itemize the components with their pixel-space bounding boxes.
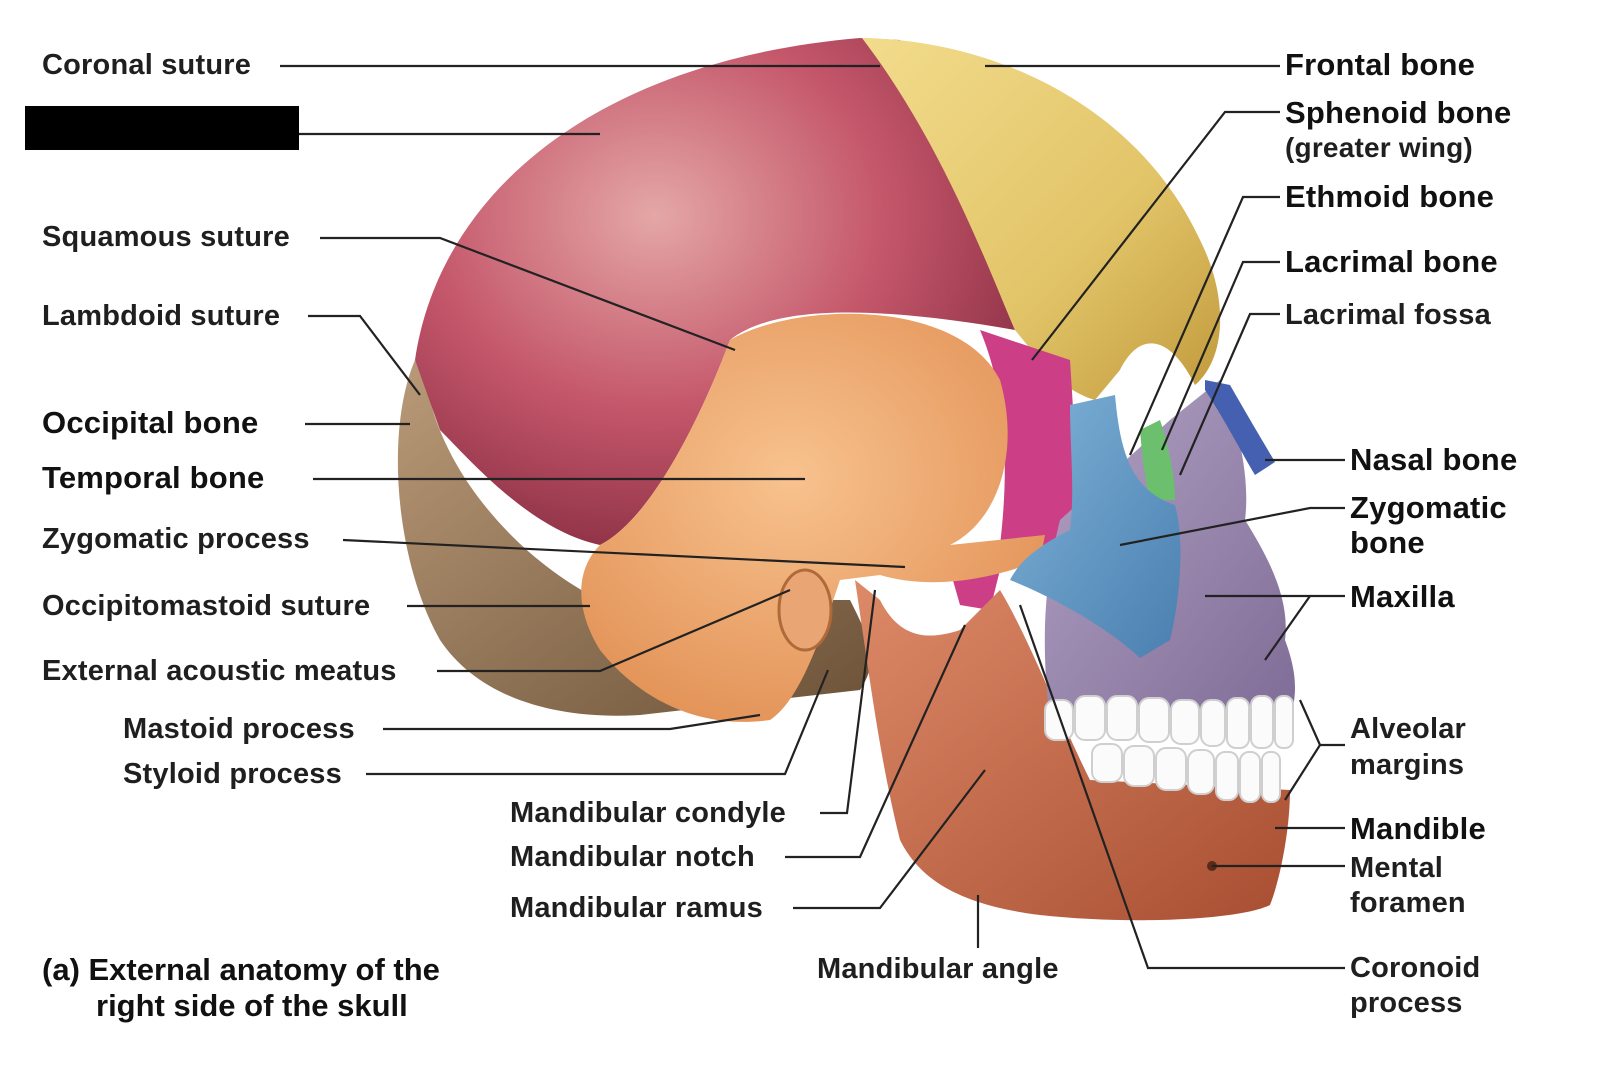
sphenoid-bone-region [980, 330, 1080, 560]
leader-alveolar-2 [1284, 744, 1321, 801]
label-mental-foramen-line2: foramen [1350, 887, 1466, 919]
label-lacrimal-fossa: Lacrimal fossa [1285, 299, 1491, 331]
label-sphenoid-bone: Sphenoid bone [1285, 95, 1512, 130]
label-temporal-bone: Temporal bone [42, 460, 265, 495]
label-coronoid-process-line1: Coronoid [1350, 952, 1481, 984]
label-mandibular-notch: Mandibular notch [510, 841, 755, 873]
leader-coronoid-process [1018, 604, 1345, 970]
leader-lacrimal-bone [1160, 260, 1280, 451]
label-nasal-bone: Nasal bone [1350, 442, 1518, 477]
zygomatic-bone-shape [1010, 395, 1181, 658]
label-mastoid-process: Mastoid process [123, 713, 355, 745]
teeth-upper [1044, 695, 1294, 749]
label-zygomatic-process: Zygomatic process [42, 523, 310, 555]
leader-lines [280, 64, 1345, 970]
mandible-region [855, 580, 1290, 921]
leader-ethmoid-bone [1128, 195, 1280, 456]
caption-line-1: (a) External anatomy of the [42, 952, 440, 987]
label-mental-foramen-line1: Mental [1350, 852, 1444, 884]
leader-maxilla-2 [1264, 595, 1311, 661]
label-mandibular-angle: Mandibular angle [817, 953, 1059, 985]
external-acoustic-meatus-shape [777, 568, 833, 652]
nasal-bone-shape [1205, 380, 1275, 475]
label-frontal-bone: Frontal bone [1285, 47, 1476, 82]
leader-squamous-suture [320, 236, 736, 352]
leader-mastoid-process [383, 713, 761, 731]
label-external-acoustic-meatus: External acoustic meatus [42, 655, 397, 687]
label-alveolar-margins-line1: Alveolar [1350, 713, 1467, 745]
label-zygomatic-bone-line1: Zygomatic [1350, 490, 1507, 525]
label-occipital-bone: Occipital bone [42, 405, 259, 440]
label-ethmoid-bone: Ethmoid bone [1285, 179, 1495, 214]
temporal-bone-region [581, 313, 1045, 722]
label-coronoid-process-line2: process [1350, 987, 1463, 1019]
figure-caption: (a) External anatomy of the right side o… [42, 952, 440, 1024]
ethmoid-bone-shape [1140, 420, 1175, 500]
leader-alveolar-1 [1298, 699, 1345, 747]
label-styloid-process: Styloid process [123, 758, 342, 790]
label-alveolar-margins-line2: margins [1350, 749, 1465, 781]
label-maxilla: Maxilla [1350, 579, 1455, 614]
leader-zygomatic-bone [1119, 506, 1345, 547]
label-coronal-suture: Coronal suture [42, 49, 252, 81]
label-occipitomastoid-suture: Occipitomastoid suture [42, 590, 371, 622]
label-zygomatic-bone-line2: bone [1350, 525, 1425, 560]
parietal-bone-region [415, 38, 1015, 545]
leader-lacrimal-fossa [1178, 312, 1280, 476]
label-mandible: Mandible [1350, 811, 1486, 846]
frontal-bone-region [862, 38, 1221, 400]
leader-mandibular-notch [785, 624, 967, 859]
leader-sphenoid-bone [1031, 110, 1280, 361]
label-lambdoid-suture: Lambdoid suture [42, 300, 281, 332]
leader-mandibular-ramus [793, 769, 986, 910]
label-mandibular-ramus: Mandibular ramus [510, 892, 763, 924]
label-mandibular-condyle: Mandibular condyle [510, 797, 786, 829]
caption-line-2: right side of the skull [96, 988, 408, 1023]
leader-acoustic-meatus [437, 588, 791, 673]
label-squamous-suture: Squamous suture [42, 221, 290, 253]
label-lacrimal-bone: Lacrimal bone [1285, 244, 1498, 279]
leader-lambdoid-suture [308, 314, 421, 396]
leader-styloid-process [366, 669, 830, 776]
leader-mandibular-condyle [820, 589, 877, 815]
redacted-label-box [25, 106, 299, 150]
teeth-lower [1091, 743, 1281, 803]
label-sphenoid-greater-wing: (greater wing) [1285, 132, 1473, 163]
leader-zygomatic-process [342, 538, 906, 569]
